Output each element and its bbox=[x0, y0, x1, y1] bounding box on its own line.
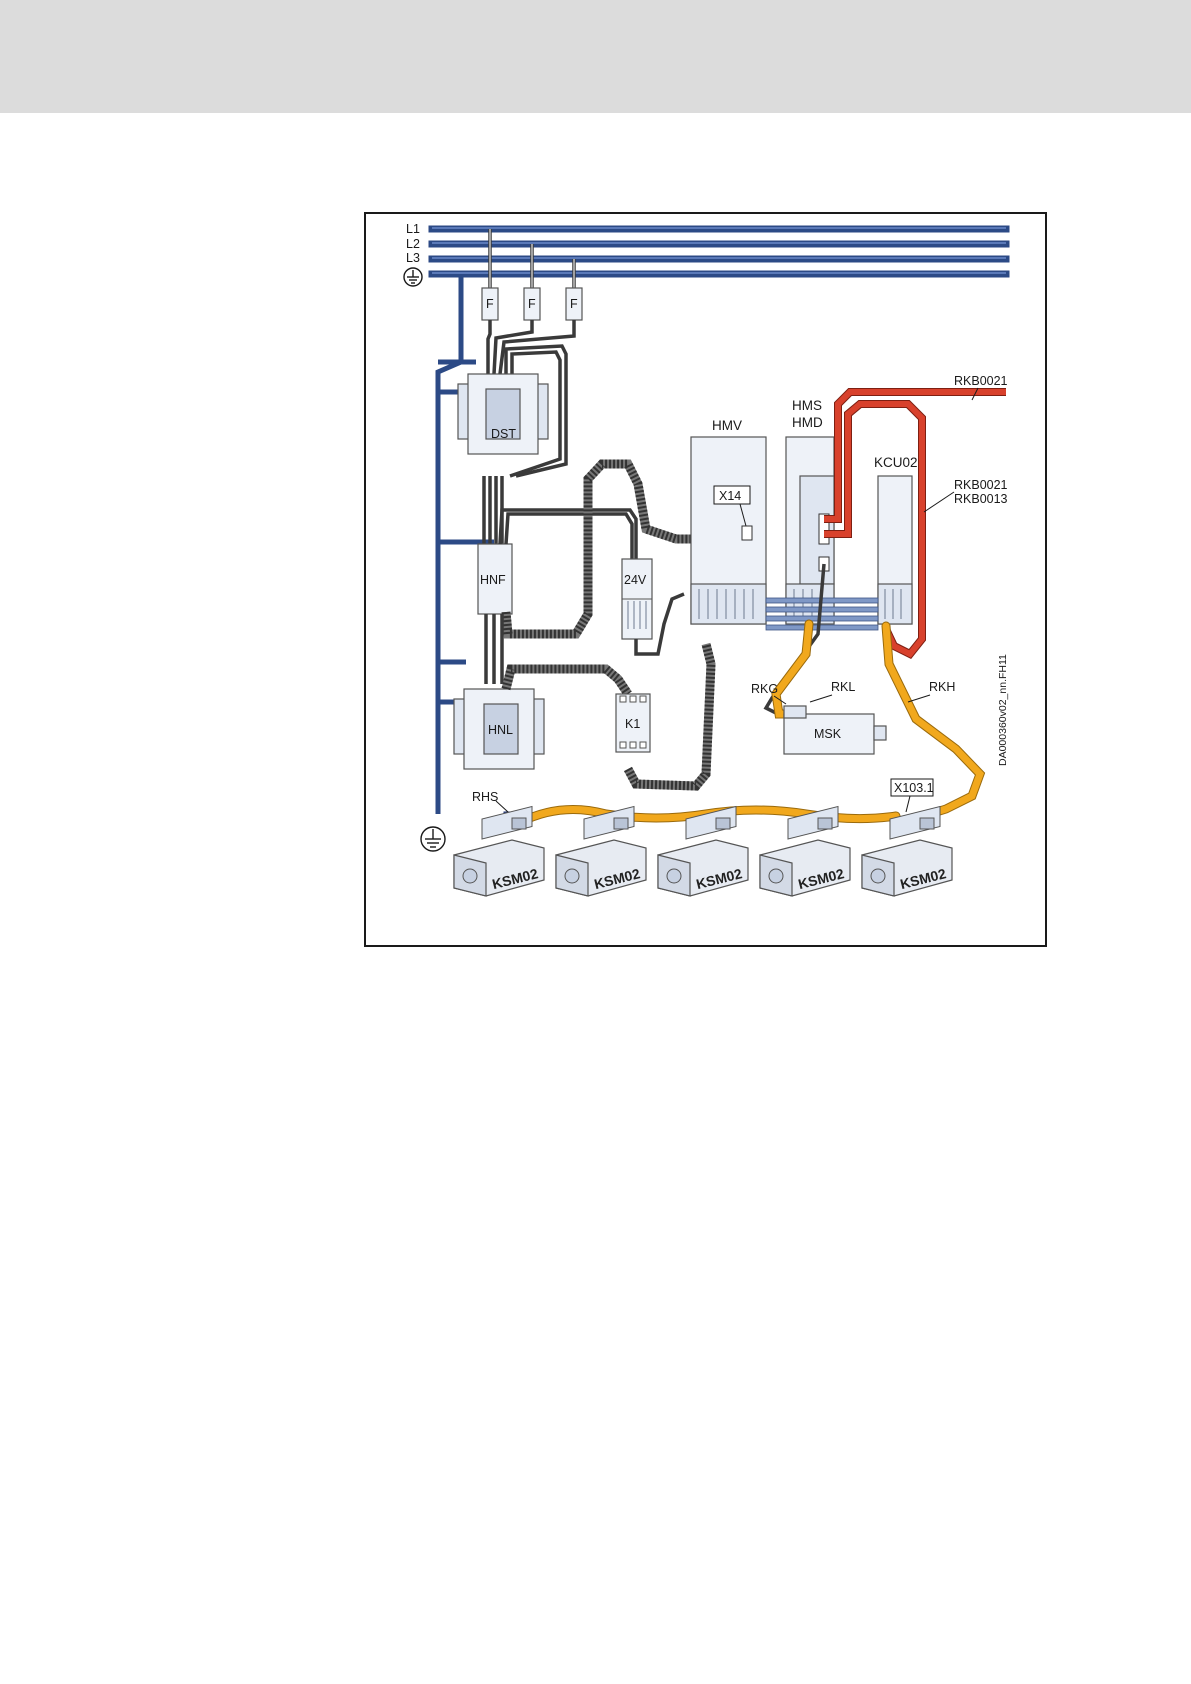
x103-label: X103.1 bbox=[894, 781, 934, 795]
bus-label-l2: L2 bbox=[406, 237, 420, 251]
hnl-label: HNL bbox=[488, 723, 513, 737]
ground-icon bbox=[404, 268, 422, 286]
bus-label-l3: L3 bbox=[406, 251, 420, 265]
cable-label-rkb-right-1: RKB0021 bbox=[954, 478, 1008, 492]
cable-label-rkl: RKL bbox=[831, 680, 855, 694]
ksm02-motor-2: KSM02 bbox=[556, 807, 646, 896]
k1-label: K1 bbox=[625, 717, 640, 731]
system-wiring-figure: L1 L2 L3 F F bbox=[364, 212, 1047, 947]
hmd-label: HMD bbox=[792, 415, 823, 430]
header-band bbox=[0, 0, 1191, 113]
hms-label: HMS bbox=[792, 398, 822, 413]
bus-label-l1: L1 bbox=[406, 222, 420, 236]
fiber-optic-cables bbox=[824, 392, 1006, 654]
hnf-label: HNF bbox=[480, 573, 506, 587]
hmv-label: HMV bbox=[712, 418, 742, 433]
hnf-power-wires bbox=[500, 510, 636, 559]
drive-connection-box-kcu02: KCU02 bbox=[874, 455, 918, 624]
fuse-f2: F bbox=[524, 288, 540, 320]
supply-buses bbox=[432, 228, 1006, 274]
twisted-cable-hnf-hmv bbox=[506, 464, 721, 634]
rhs-label: RHS bbox=[472, 790, 498, 804]
ksm02-motor-4: KSM02 bbox=[760, 807, 850, 896]
cable-label-rkb-top: RKB0021 bbox=[954, 374, 1008, 388]
cable-label-rkg: RKG bbox=[751, 682, 778, 696]
connector-x103: X103.1 bbox=[891, 779, 934, 812]
fuse-label: F bbox=[570, 297, 578, 311]
transformer-dst: DST bbox=[458, 374, 548, 454]
fuse-f3: F bbox=[566, 288, 582, 320]
power-supply-24v: 24V bbox=[622, 559, 652, 639]
fuse-label: F bbox=[528, 297, 536, 311]
contactor-k1: K1 bbox=[616, 694, 650, 752]
drawing-id: DA000360v02_nn.FH11 bbox=[997, 654, 1009, 766]
kcu-label: KCU02 bbox=[874, 455, 918, 470]
motor-msk: MSK bbox=[784, 706, 886, 754]
cable-label-rkh: RKH bbox=[929, 680, 955, 694]
psu-label: 24V bbox=[624, 573, 647, 587]
dst-label: DST bbox=[491, 427, 516, 441]
fuse-f1: F bbox=[482, 288, 498, 320]
fuse-label: F bbox=[486, 297, 494, 311]
axis-module-hms-hmd: HMS HMD bbox=[786, 398, 834, 624]
wiring-diagram: L1 L2 L3 F F bbox=[366, 214, 1049, 949]
ground-icon bbox=[421, 827, 445, 851]
supply-unit-hmv: HMV bbox=[691, 418, 766, 624]
filter-hnf: HNF bbox=[478, 476, 512, 614]
msk-label: MSK bbox=[814, 727, 842, 741]
x14-label: X14 bbox=[719, 489, 741, 503]
ksm02-motor-1: KSM02 bbox=[454, 807, 544, 896]
cable-label-rkb-right-2: RKB0013 bbox=[954, 492, 1008, 506]
